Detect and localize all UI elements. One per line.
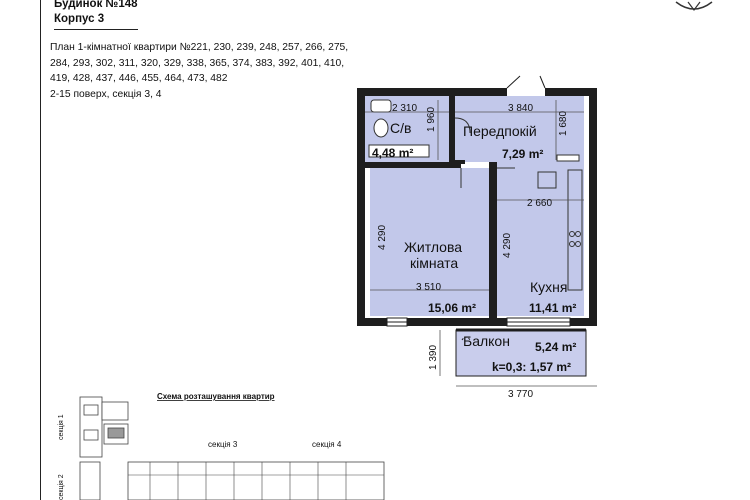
hallway-dim-height: 1 680 bbox=[558, 111, 569, 136]
location-scheme: Схема розташування квартир секція 1 секц… bbox=[57, 392, 385, 500]
living-dim-height: 4 290 bbox=[377, 225, 388, 250]
hallway-room bbox=[455, 96, 584, 162]
living-name-line1: Житлова bbox=[404, 239, 462, 255]
balcony-coefficient: k=0,3: 1,57 m² bbox=[492, 360, 571, 374]
living-name-line2: кімната bbox=[410, 255, 458, 271]
scheme-section3-label: секція 3 bbox=[208, 440, 238, 449]
living-room bbox=[370, 168, 491, 316]
bathroom-dim-height: 1 960 bbox=[426, 107, 437, 132]
scheme-section2-label: секція 2 bbox=[57, 474, 65, 500]
kitchen-area: 11,41 m² bbox=[529, 301, 576, 315]
header-underline bbox=[54, 29, 138, 30]
bathroom-area: 4,48 m² bbox=[372, 146, 413, 160]
walls bbox=[357, 88, 597, 326]
apartment-description: План 1-кімнатної квартири №221, 230, 239… bbox=[50, 40, 390, 102]
kitchen-dim-height: 4 290 bbox=[502, 233, 513, 258]
corpus-label: Корпус 3 bbox=[54, 13, 105, 25]
building-number: Будинок №148 bbox=[54, 0, 138, 10]
living-area: 15,06 m² bbox=[428, 301, 476, 315]
description-line: 419, 428, 437, 446, 455, 464, 473, 482 bbox=[50, 73, 228, 84]
scheme-section4-label: секція 4 bbox=[312, 440, 342, 449]
kitchen-dim-width: 2 660 bbox=[527, 198, 552, 209]
living-dim-width: 3 510 bbox=[416, 282, 441, 293]
description-line: План 1-кімнатної квартири №221, 230, 239… bbox=[50, 42, 349, 53]
description-line: 284, 293, 302, 311, 320, 329, 338, 365, … bbox=[50, 57, 345, 69]
description-line: 2-15 поверх, секція 3, 4 bbox=[50, 88, 162, 100]
balcony-area: 5,24 m² bbox=[535, 340, 576, 354]
bathroom-name: С/в bbox=[390, 120, 411, 136]
overall-width: 3 770 bbox=[508, 389, 533, 400]
hallway-name: Передпокій bbox=[463, 123, 537, 139]
hallway-dim-width: 3 840 bbox=[508, 103, 533, 114]
left-border-line bbox=[40, 0, 41, 500]
company-logo-icon bbox=[675, 1, 713, 11]
hallway-area: 7,29 m² bbox=[502, 147, 543, 161]
balcony-name: Балкон bbox=[463, 333, 510, 349]
balcony-room bbox=[456, 330, 586, 376]
kitchen-appliances bbox=[537, 169, 583, 291]
bathroom-dim-width: 2 310 bbox=[392, 103, 417, 114]
scheme-title: Схема розташування квартир bbox=[157, 392, 275, 401]
scheme-section1-label: секція 1 bbox=[57, 414, 65, 440]
balcony-dim-height: 1 390 bbox=[428, 345, 439, 370]
kitchen-name: Кухня bbox=[530, 279, 567, 295]
